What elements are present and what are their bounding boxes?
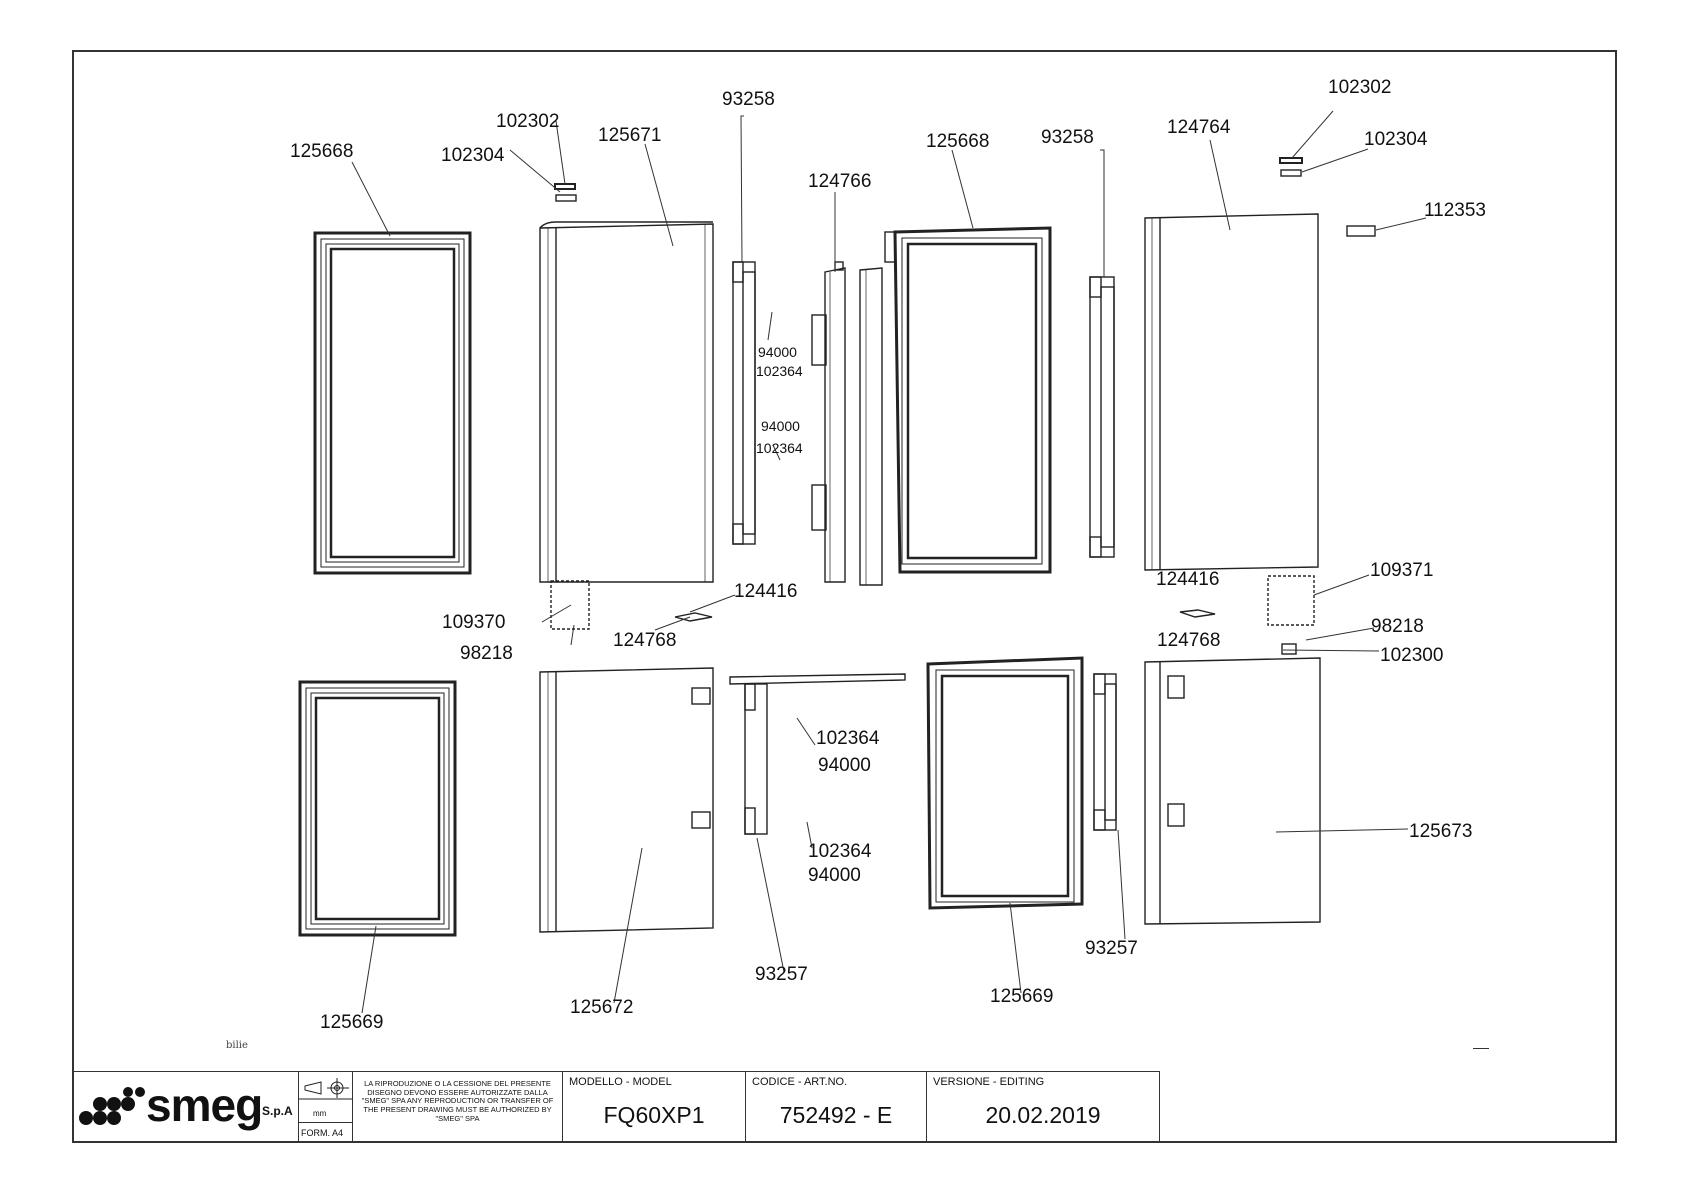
- divider: [1473, 1048, 1489, 1049]
- part-label: 102364: [808, 841, 872, 862]
- code-caption: CODICE - ART.NO.: [752, 1076, 848, 1088]
- part-label: 125669: [320, 1012, 384, 1033]
- format-label: FORM. A4: [301, 1128, 344, 1138]
- part-label: 125668: [926, 131, 990, 152]
- door-top-right: [1144, 213, 1319, 571]
- door-bottom-left: [539, 667, 714, 933]
- handle-top-left: [732, 261, 756, 545]
- part-112353: [1346, 225, 1376, 237]
- handle-bottom-left: [729, 673, 906, 835]
- smeg-logo-dots: [79, 1087, 145, 1125]
- part-label: 93258: [1041, 127, 1094, 148]
- part-label: 125672: [570, 997, 634, 1018]
- part-label: 125671: [598, 125, 662, 146]
- part-label: 98218: [460, 643, 513, 664]
- model-cell: MODELLO - MODEL FQ60XP1: [563, 1071, 746, 1143]
- door-top-left: [539, 221, 714, 583]
- divider: [299, 1122, 352, 1123]
- part-102304-left: [555, 194, 577, 202]
- stray-text: bilie: [226, 1040, 248, 1051]
- part-label: 102304: [1364, 129, 1428, 150]
- gasket-top-middle: [884, 226, 1052, 574]
- part-102302-right: [1279, 157, 1303, 164]
- handle-top-right: [1089, 276, 1115, 558]
- handle-bottom-right: [1093, 673, 1117, 831]
- version-value: 20.02.2019: [985, 1102, 1101, 1128]
- model-value: FQ60XP1: [603, 1102, 705, 1128]
- part-label: 102300: [1380, 645, 1444, 666]
- hinge-kit-109370: [550, 580, 590, 630]
- version-cell: VERSIONE - EDITING 20.02.2019: [927, 1071, 1160, 1143]
- part-label: 124766: [808, 171, 872, 192]
- part-label: 125669: [990, 986, 1054, 1007]
- gasket-bottom-middle: [926, 656, 1084, 910]
- leader-lines: [351, 110, 1427, 1014]
- part-124768-left: [674, 612, 713, 622]
- part-label: 124768: [613, 630, 677, 651]
- model-caption: MODELLO - MODEL: [569, 1076, 672, 1088]
- part-label: 125673: [1409, 821, 1473, 842]
- part-label: 102304: [441, 145, 505, 166]
- part-label: 112353: [1424, 200, 1486, 221]
- part-label: 102364: [816, 728, 880, 749]
- logo-cell: smeg S.p.A: [72, 1071, 299, 1143]
- part-102304-right: [1280, 169, 1302, 177]
- gasket-bottom-left: [298, 680, 457, 937]
- part-102300: [1281, 643, 1297, 655]
- part-102302-left: [554, 183, 576, 190]
- part-label: 94000: [808, 865, 861, 886]
- part-label: 125668: [290, 141, 354, 162]
- part-label: 93257: [755, 964, 808, 985]
- part-label: 102364: [756, 363, 803, 379]
- part-label: 93258: [722, 89, 775, 110]
- part-label: 94000: [758, 344, 797, 360]
- part-label: 102302: [496, 111, 560, 132]
- drawing-frame: [72, 50, 1617, 1143]
- code-value: 752492 - E: [779, 1102, 893, 1128]
- logo-suffix: S.p.A: [262, 1104, 293, 1118]
- projection-cell: mm FORM. A4: [299, 1071, 353, 1143]
- smeg-logo: smeg: [146, 1079, 263, 1131]
- part-label: 124416: [1156, 569, 1220, 590]
- unit-label: mm: [313, 1109, 327, 1118]
- part-label: 124768: [1157, 630, 1221, 651]
- part-label: 94000: [818, 755, 871, 776]
- part-label: 98218: [1371, 616, 1424, 637]
- part-label: 93257: [1085, 938, 1138, 959]
- part-124768-right: [1179, 609, 1216, 618]
- projection-symbol-icon: [299, 1078, 353, 1100]
- version-caption: VERSIONE - EDITING: [933, 1076, 1045, 1088]
- hinge-strip: [811, 261, 883, 586]
- part-label: 109370: [442, 612, 506, 633]
- code-cell: CODICE - ART.NO. 752492 - E: [746, 1071, 927, 1143]
- legal-notice: LA RIPRODUZIONE O LA CESSIONE DEL PRESEN…: [361, 1079, 554, 1123]
- gasket-top-left: [313, 231, 472, 575]
- part-label: 109371: [1370, 560, 1434, 581]
- part-label: 124416: [734, 581, 798, 602]
- door-bottom-right: [1144, 657, 1321, 925]
- part-label: 94000: [761, 418, 800, 434]
- part-label: 102302: [1328, 77, 1392, 98]
- part-label: 124764: [1167, 117, 1231, 138]
- legal-cell: LA RIPRODUZIONE O LA CESSIONE DEL PRESEN…: [353, 1071, 563, 1143]
- hinge-kit-109371: [1267, 575, 1315, 626]
- part-label: 102364: [756, 440, 803, 456]
